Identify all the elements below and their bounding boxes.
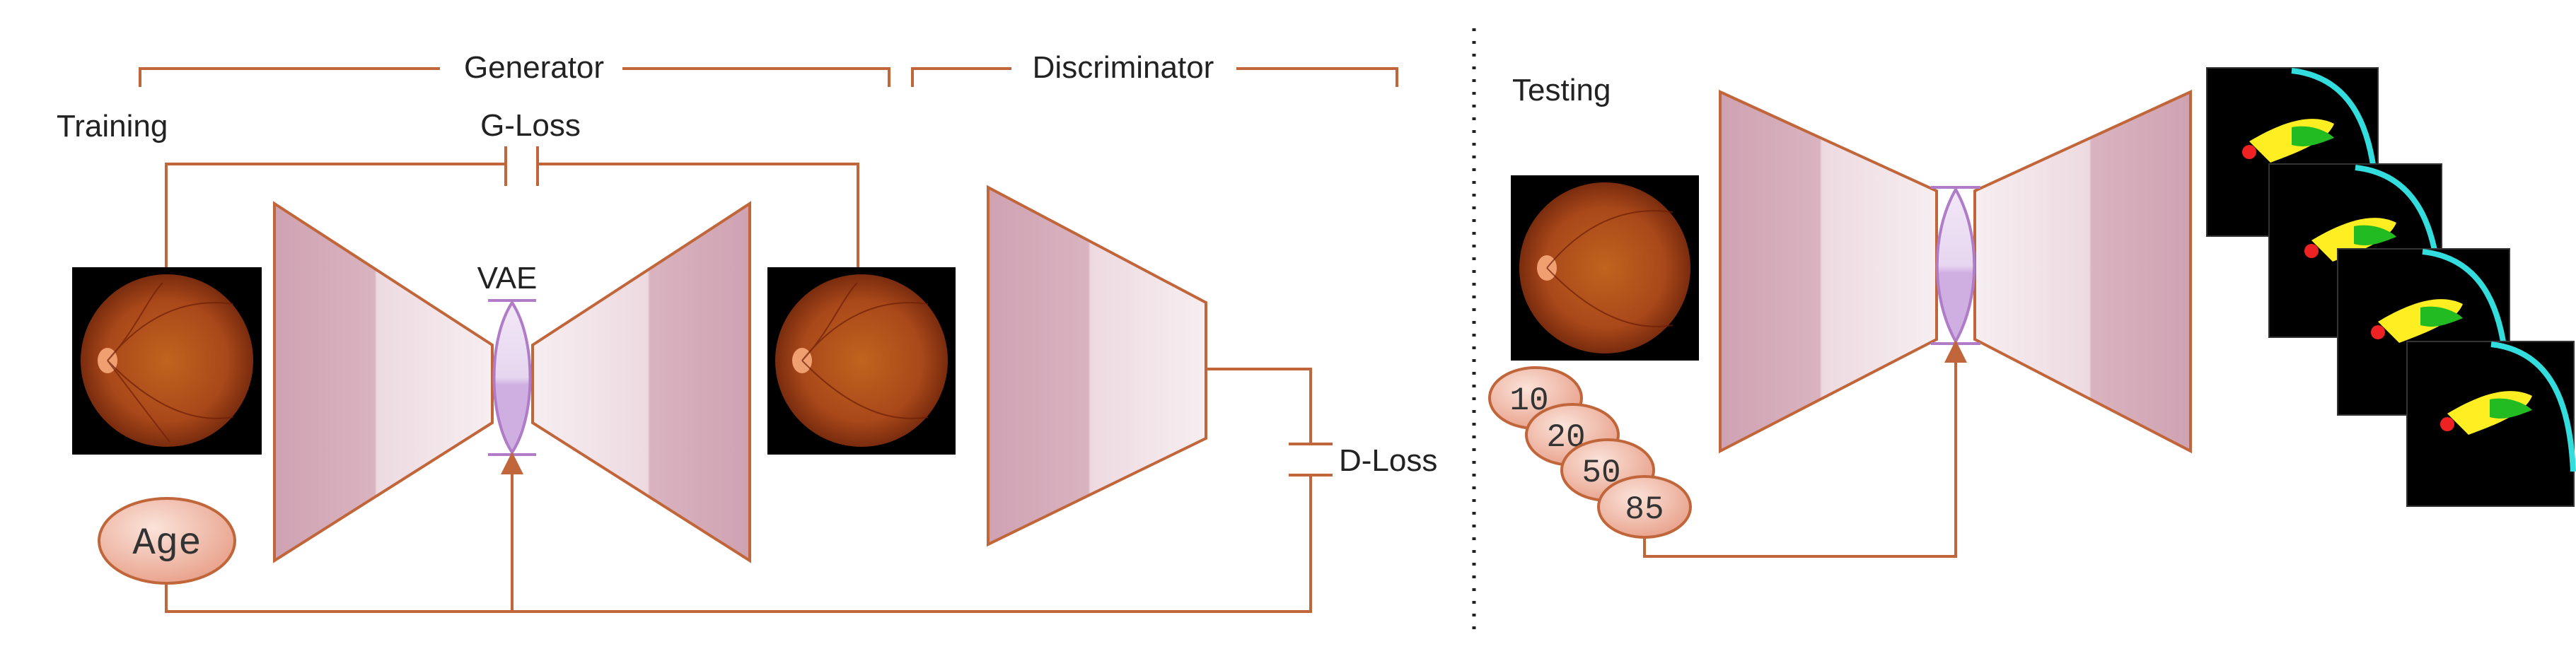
testing-label: Testing <box>1512 73 1611 107</box>
vae-label: VAE <box>477 261 538 296</box>
training-panel: Generator Discriminator Training G-Loss <box>57 50 1437 613</box>
input-fundus-image <box>72 267 262 455</box>
encoder-trapezoid <box>273 201 494 563</box>
ages-to-vae-arrow <box>1643 340 1967 558</box>
test-vae-bottleneck <box>1931 186 1980 345</box>
discriminator-label: Discriminator <box>1033 50 1214 85</box>
d-loss-connector <box>165 368 1333 613</box>
g-loss-label: G-Loss <box>480 108 581 143</box>
vae-latent-bottleneck <box>488 299 536 456</box>
testing-panel: Testing 10 20 <box>1488 67 2576 558</box>
test-fundus-image <box>1511 175 1699 361</box>
age-value-85: 85 <box>1625 491 1664 528</box>
d-loss-label: D-Loss <box>1339 443 1437 478</box>
generator-bracket <box>139 67 890 87</box>
training-label: Training <box>57 109 168 144</box>
age-heatmap-stack <box>2206 67 2576 507</box>
age-ellipse-85: 85 <box>1597 475 1692 539</box>
discriminator-trapezoid <box>987 185 1207 547</box>
age-values-stack: 10 20 50 85 <box>1488 366 1692 539</box>
age-heatmap-4 <box>2406 341 2576 507</box>
g-loss-connector <box>165 146 859 267</box>
test-decoder-trapezoid <box>1973 89 2192 454</box>
age-label: Age <box>132 522 201 566</box>
test-encoder-trapezoid <box>1719 89 1938 454</box>
generator-label: Generator <box>464 50 604 85</box>
age-ellipse: Age <box>98 497 236 585</box>
generated-fundus-image <box>767 267 956 455</box>
decoder-trapezoid <box>531 201 751 563</box>
discriminator-bracket <box>911 67 1398 87</box>
